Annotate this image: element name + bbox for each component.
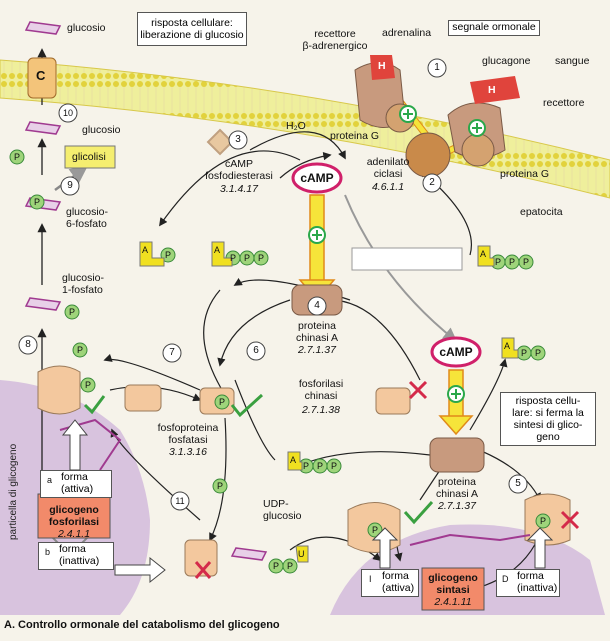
phosphate-p: P — [33, 197, 40, 207]
step-10: 10 — [62, 108, 73, 118]
label-hepatocyte: epatocita — [520, 206, 563, 218]
phosphate-p: P — [371, 525, 378, 535]
phosphate-p: P — [316, 461, 323, 471]
label-camp: cAMP — [300, 171, 334, 185]
label-glycogen-phosphorylase: glicogeno fosforilasi — [48, 504, 100, 528]
phosphate-p: P — [229, 253, 236, 263]
adp-a-1: A — [142, 245, 149, 255]
phosphate-p: P — [257, 253, 264, 263]
phosphate-p: P — [216, 481, 223, 491]
label-phosphoprotein-phosphatase-ec: 3.1.3.16 — [169, 446, 207, 458]
hormone-h-1: H — [378, 60, 386, 72]
step-7: 7 — [169, 347, 175, 358]
step-8: 8 — [25, 339, 31, 350]
callout-hormone-signal: segnale ormonale — [448, 20, 540, 36]
phosphate-p: P — [520, 348, 527, 358]
adp-a-2: A — [214, 245, 221, 255]
phosphate-p: P — [68, 307, 75, 317]
label-phosphoprotein-phosphatase: fosfoproteina fosfatasi — [157, 422, 219, 446]
udp-u: U — [298, 549, 305, 559]
step-5: 5 — [515, 478, 521, 489]
atp-a-3: A — [480, 249, 487, 259]
step-4: 4 — [314, 300, 320, 311]
label-beta-receptor: recettore β-adrenergico — [302, 28, 368, 52]
label-adenylate-cyclase: adenilato ciclasi — [366, 156, 410, 180]
amp-a-4: A — [504, 341, 511, 351]
letter-i: I — [369, 574, 372, 584]
label-phosphodiesterase-ec: 3.1.4.17 — [220, 183, 258, 195]
phosphate-p: P — [539, 516, 546, 526]
label-glucose-top: glucosio — [67, 22, 106, 34]
phosphate-p: P — [272, 561, 279, 571]
phosphate-p: P — [508, 257, 515, 267]
phosphate-p: P — [13, 152, 20, 162]
step-11: 11 — [175, 496, 185, 506]
label-phosphorylase-kinase-ec: 2.7.1.38 — [302, 404, 340, 416]
atp-a-5: A — [290, 455, 297, 465]
box-form-inactive-d: forma (inattiva) — [496, 569, 560, 597]
label-glycogen-phosphorylase-ec: 2.4.1.1 — [57, 528, 91, 540]
phosphate-p: P — [522, 257, 529, 267]
phosphate-p: P — [286, 561, 293, 571]
label-phosphorylase-kinase: fosforilasi chinasi — [298, 378, 344, 402]
step-9: 9 — [67, 180, 73, 191]
step-2: 2 — [429, 177, 435, 188]
phosphate-p: P — [218, 397, 225, 407]
label-pka-2-ec: 2.7.1.37 — [438, 500, 476, 512]
label-glycogen-synthase: glicogeno sintasi — [428, 572, 478, 596]
label-adrenaline: adrenalina — [382, 27, 432, 39]
cell-membrane — [0, 59, 610, 199]
g-protein-right — [461, 133, 495, 167]
label-phosphodiesterase: cAMP fosfodiesterasi — [205, 158, 273, 182]
label-g6p: glucosio- 6-fosfato — [66, 206, 109, 230]
label-g-protein-left: proteina G — [330, 130, 380, 142]
phosphate-p: P — [302, 461, 309, 471]
phosphate-p: P — [164, 250, 171, 260]
phosphate-p: P — [84, 380, 91, 390]
box-form-active-i: forma (attiva) — [361, 569, 419, 597]
label-glycogen-particle: particella di glicogeno — [8, 443, 19, 540]
label-pka: proteina chinasi A — [295, 320, 339, 344]
callout-synthesis-stop: risposta cellu- lare: si ferma la sintes… — [500, 392, 596, 446]
label-pka-2: proteina chinasi A — [435, 476, 479, 500]
step-6: 6 — [253, 345, 259, 356]
label-h2o: H₂O — [286, 120, 306, 132]
label-glycolysis: glicolisi — [72, 151, 106, 163]
label-glucagon: glucagone — [482, 55, 531, 67]
label-glucose-10: glucosio — [82, 124, 121, 136]
hormone-h-2: H — [488, 84, 496, 96]
phosphate-p: P — [243, 253, 250, 263]
label-udp-glucose: UDP- glucosio — [263, 498, 302, 522]
label-carrier: C — [36, 68, 46, 83]
step-1: 1 — [434, 62, 440, 73]
letter-d: D — [502, 574, 509, 584]
callout-glucose-release: risposta cellulare: liberazione di gluco… — [137, 12, 247, 46]
label-camp-2: cAMP — [439, 345, 473, 359]
step-3: 3 — [235, 134, 241, 145]
box-form-active-a: forma (attiva) — [40, 470, 112, 498]
label-glycogen-synthase-ec: 2.4.1.11 — [434, 596, 472, 608]
label-g1p: glucosio- 1-fosfato — [62, 272, 105, 296]
letter-a: a — [47, 475, 53, 485]
phosphate-p: P — [76, 345, 83, 355]
letter-b: b — [45, 547, 51, 557]
label-pka-ec: 2.7.1.37 — [298, 344, 336, 356]
phosphate-p: P — [534, 348, 541, 358]
hormone-icon — [370, 55, 395, 80]
label-adenylate-ec: 4.6.1.1 — [371, 181, 405, 193]
figure-caption: A. Controllo ormonale del catabolismo de… — [4, 619, 280, 631]
phosphate-p: P — [330, 461, 337, 471]
label-blood: sangue — [555, 55, 590, 67]
label-receptor: recettore — [543, 97, 585, 109]
phosphate-p: P — [494, 257, 501, 267]
hormone-icon — [470, 76, 520, 104]
label-g-protein-right: proteina G — [500, 168, 550, 180]
box-form-inactive-b: forma (inattiva) — [38, 542, 114, 570]
